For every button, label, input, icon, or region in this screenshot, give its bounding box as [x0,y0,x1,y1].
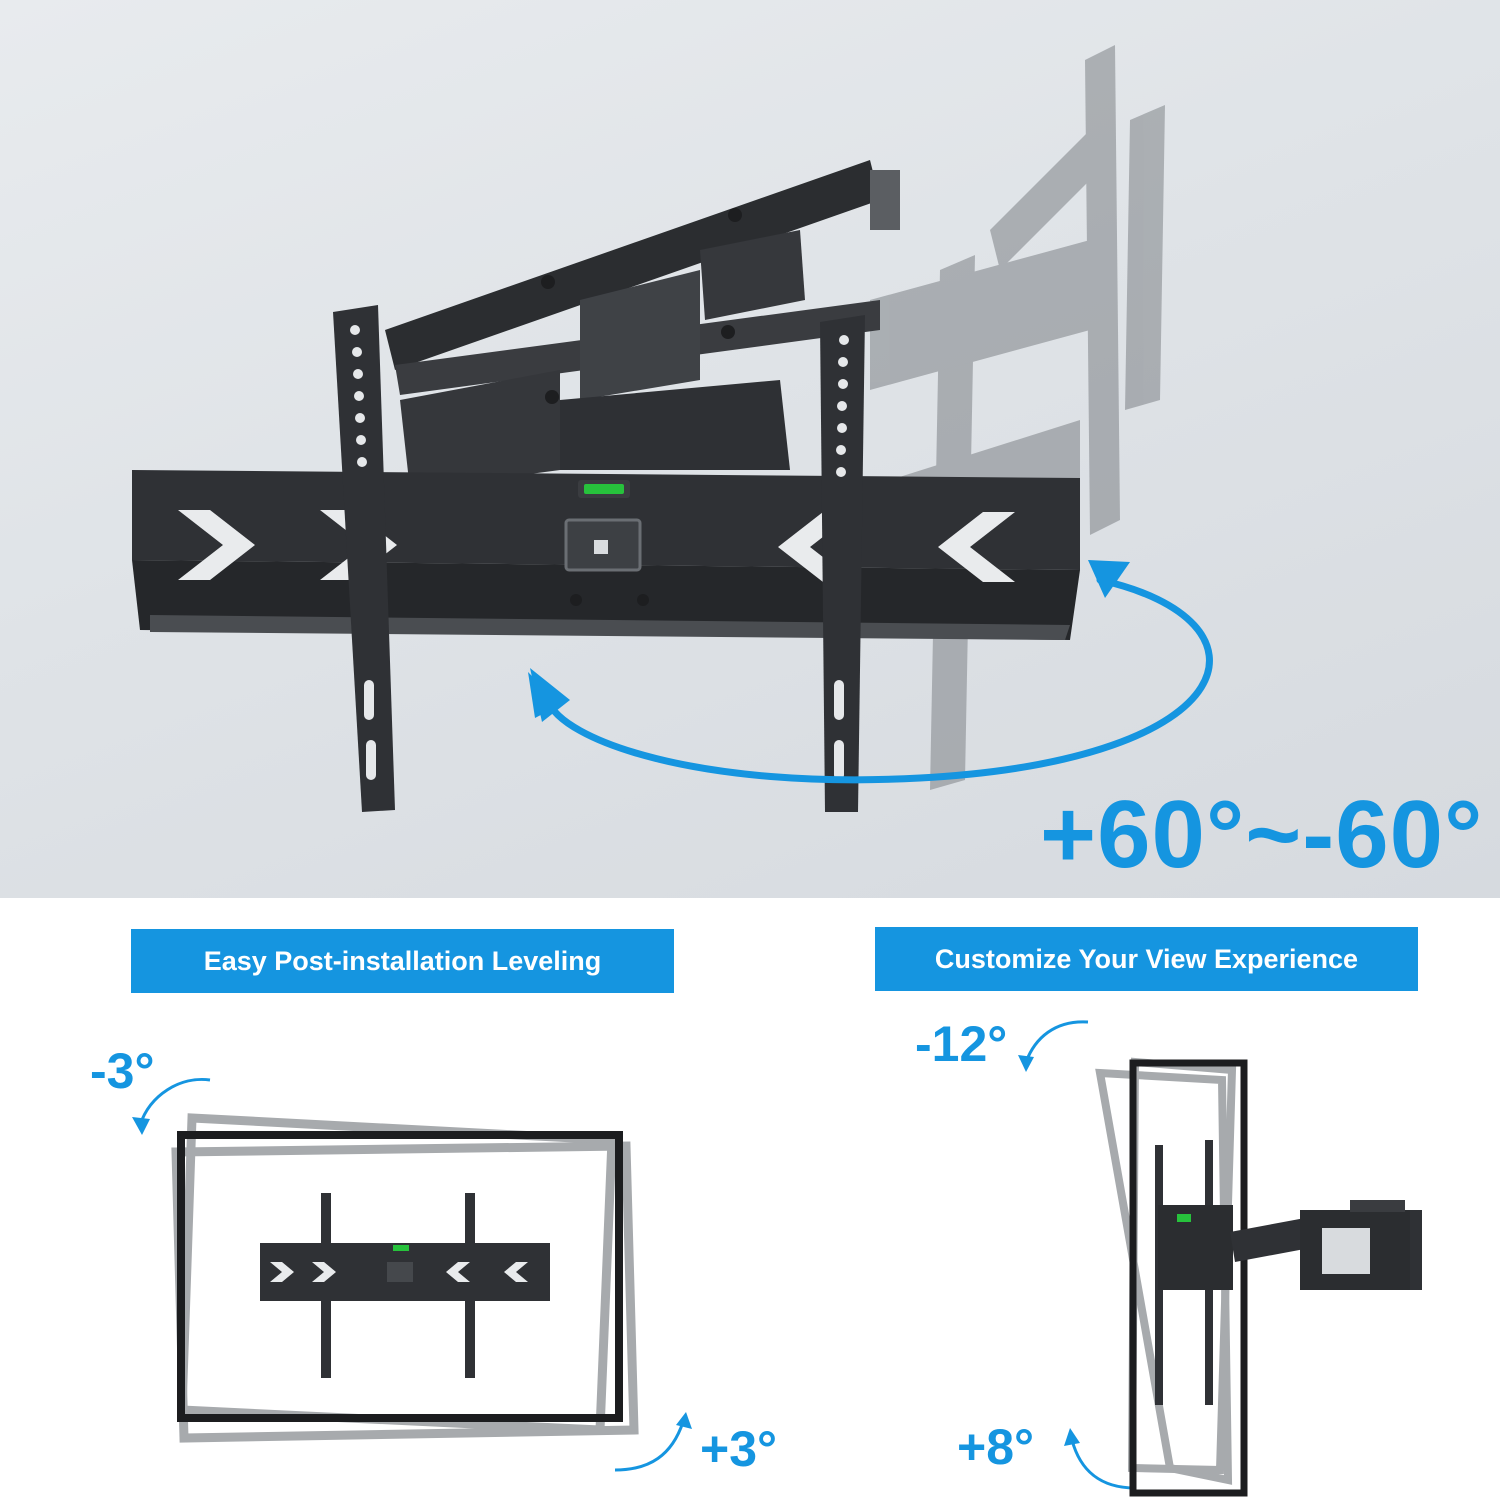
rotation-arrow [528,560,1213,784]
ghost-mount [870,45,1165,790]
tv-frame [177,1131,623,1422]
view-minus-label: -12° [915,1016,1008,1072]
tilt-up-arrow-icon [1024,1020,1089,1063]
tilt-minus-arrow-icon [138,1077,211,1126]
tv-frame-side [1129,1059,1248,1497]
tilt-plus-arrow-icon [614,1421,685,1472]
swivel-illustration [132,45,1213,812]
view-illustration [1018,1020,1422,1497]
arm-assembly [385,160,900,490]
mini-bracket [260,1193,550,1378]
tv-bracket [132,470,1080,640]
side-mount [1155,1140,1422,1405]
swivel-hero: +60°~-60° [0,0,1500,898]
leveling-minus-label: -3° [90,1043,155,1099]
tilt-down-arrow-icon [1070,1439,1136,1490]
view-plus-label: +8° [957,1419,1035,1475]
view-banner: Customize Your View Experience [875,927,1418,991]
leveling-plus-label: +3° [700,1421,778,1477]
vertical-rails [333,305,865,812]
leveling-banner: Easy Post-installation Leveling [131,929,674,993]
swivel-range-label: +60°~-60° [1040,781,1484,888]
leveling-illustration [132,1077,692,1472]
